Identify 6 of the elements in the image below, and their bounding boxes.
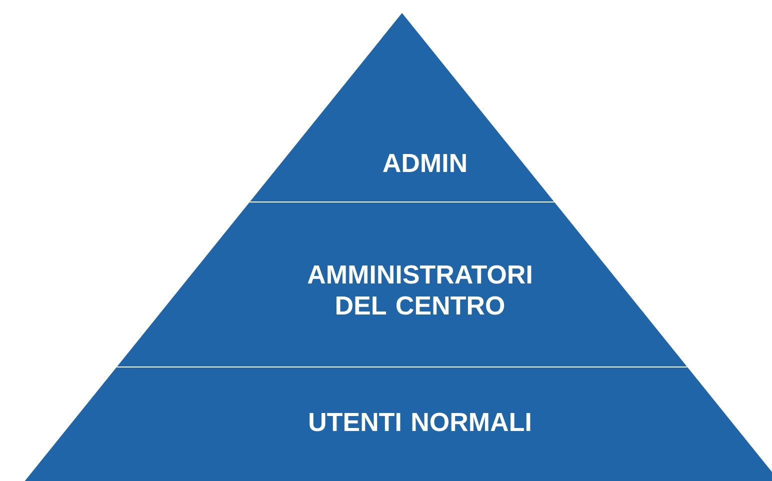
- node-label: ADMIN: [383, 154, 466, 172]
- pyramid-band: ADMIN: [250, 13, 554, 202]
- node-label: UTENTI NORMALI: [310, 412, 530, 432]
- pyramid-band: AMMINISTRATORI DEL CENTRO: [116, 202, 688, 367]
- pyramid-band: UTENTI NORMALI: [24, 367, 772, 481]
- node-label: AMMINISTRATORI DEL CENTRO: [308, 265, 532, 315]
